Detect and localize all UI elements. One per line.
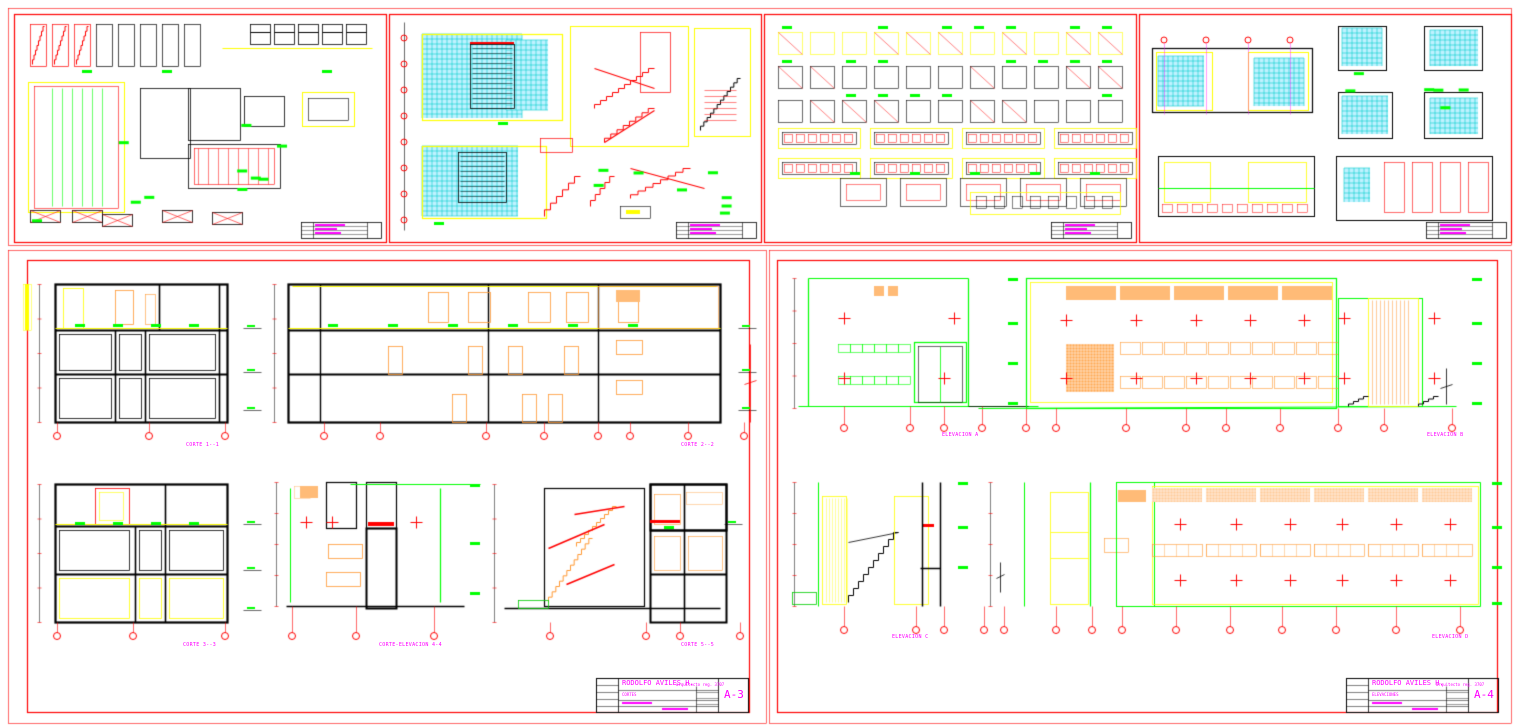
elevation-label-d: ELEVACION D [1432, 634, 1469, 640]
section-label-3: CORTE 3--3 [183, 642, 217, 648]
title-block-a3-note: arquitecto reg. 3707 [676, 682, 725, 687]
title-block-a3-sheet-number: A-3 [724, 688, 744, 701]
title-block-a4-sheet-number: A-4 [1474, 688, 1494, 701]
title-block-a4-author: RODOLFO AVILES H. [1372, 679, 1444, 687]
elevation-label-c: ELEVACION C [892, 634, 929, 640]
title-block-a4-note: arquitecto reg. 3707 [1436, 682, 1485, 687]
title-block-a3-author: RODOLFO AVILES H. [622, 679, 694, 687]
title-block-a4-sheet-title: ELEVACIONES [1372, 692, 1399, 697]
section-label-1: CORTE 1--1 [186, 442, 220, 448]
section-label-5: CORTE 5--5 [681, 642, 715, 648]
elevation-label-b: ELEVACION B [1427, 432, 1464, 438]
title-block-a3-sheet-title: CORTES [622, 692, 637, 697]
section-label-2: CORTE 2--2 [681, 442, 715, 448]
section-label-4: CORTE-ELEVACION 4-4 [379, 642, 442, 648]
elevation-label-a: ELEVACION A [942, 432, 979, 438]
